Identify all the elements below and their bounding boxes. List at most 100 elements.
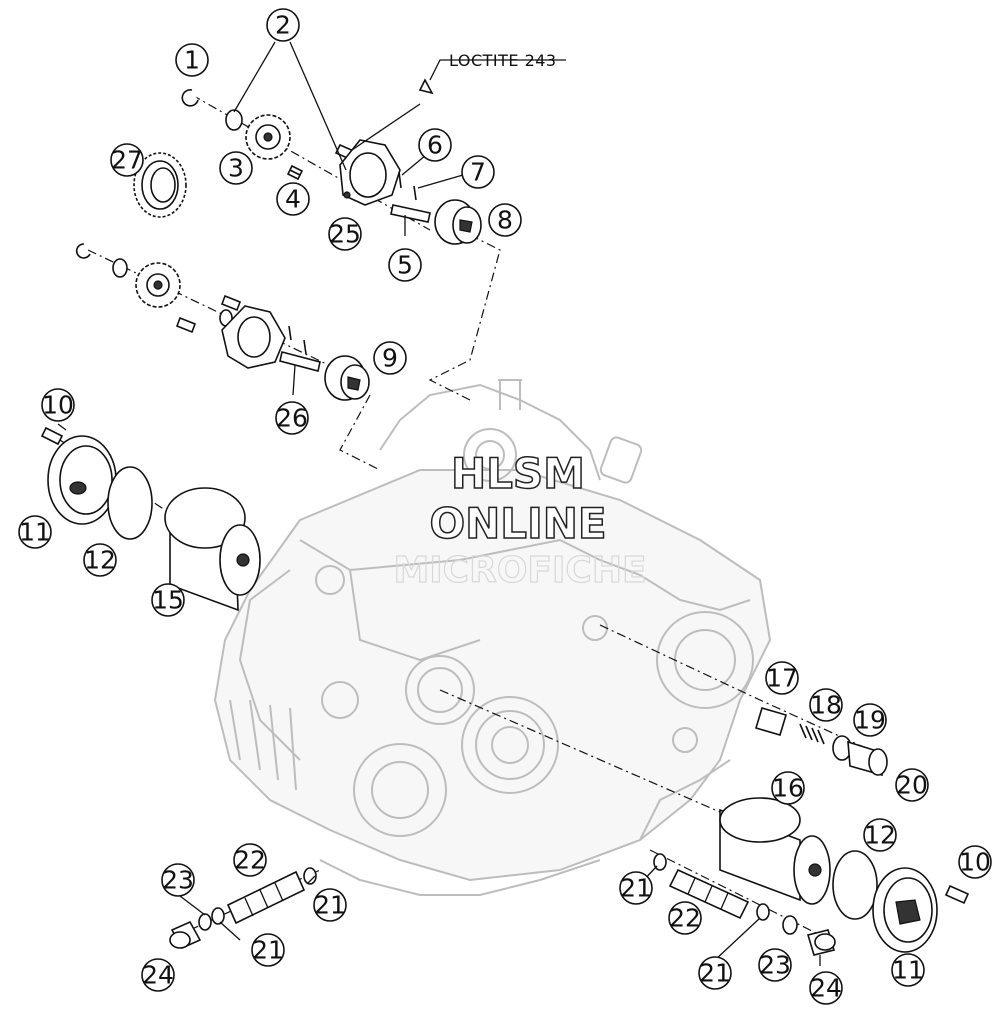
callout-15-label: 15 bbox=[152, 586, 184, 615]
rotor-8 bbox=[434, 199, 482, 245]
callout-3-label: 3 bbox=[228, 154, 244, 183]
callout-21-a: 21 bbox=[313, 888, 347, 922]
shaft-26 bbox=[279, 351, 321, 372]
callout-11-left-label: 11 bbox=[19, 518, 51, 547]
screw-lower-b bbox=[175, 316, 197, 334]
o-ring-12-right bbox=[832, 850, 878, 920]
callout-21-c-label: 21 bbox=[620, 874, 652, 903]
callout-21-d: 21 bbox=[698, 956, 732, 990]
callout-20: 20 bbox=[895, 768, 929, 802]
callout-26: 26 bbox=[275, 401, 309, 435]
callout-6-label: 6 bbox=[427, 131, 443, 160]
pump-gear-upper bbox=[245, 114, 291, 160]
callout-23-b-label: 23 bbox=[759, 951, 791, 980]
callout-21-d-label: 21 bbox=[699, 959, 731, 988]
loctite-note: LOCTITE 243 bbox=[449, 51, 557, 70]
pin-lower-a bbox=[288, 325, 292, 341]
callout-11-left: 11 bbox=[18, 515, 52, 549]
callout-25-label: 25 bbox=[329, 220, 361, 249]
callout-18-label: 18 bbox=[810, 691, 842, 720]
o-ring-21-left-b bbox=[211, 907, 225, 925]
callout-25: 25 bbox=[328, 217, 362, 251]
callout-18: 18 bbox=[809, 688, 843, 722]
plug-20 bbox=[847, 740, 888, 777]
pump-cover-upper bbox=[339, 139, 401, 206]
callout-12-left: 12 bbox=[83, 543, 117, 577]
drain-plug-24-left bbox=[169, 920, 202, 950]
oil-filter-16 bbox=[719, 797, 831, 905]
callout-24-b: 24 bbox=[809, 971, 843, 1005]
drain-plug-24-right bbox=[806, 929, 836, 956]
screen-group-left bbox=[169, 867, 317, 950]
callout-11-right: 11 bbox=[891, 953, 925, 987]
callout-23-a-label: 23 bbox=[162, 866, 194, 895]
lower-oil-pump-group bbox=[75, 243, 370, 401]
callout-3: 3 bbox=[219, 151, 253, 185]
callout-16: 16 bbox=[771, 771, 805, 805]
callout-21-a-label: 21 bbox=[314, 891, 346, 920]
callout-10-left-label: 10 bbox=[42, 391, 74, 420]
o-ring-21-right-b bbox=[756, 903, 770, 921]
watermark-line2: ONLINE bbox=[429, 499, 606, 548]
circlip-lower bbox=[75, 243, 91, 259]
loctite-drop bbox=[418, 78, 434, 95]
callout-22-a-label: 22 bbox=[234, 846, 266, 875]
pin-7 bbox=[413, 185, 417, 201]
callout-5-label: 5 bbox=[397, 251, 413, 280]
callout-4-label: 4 bbox=[285, 185, 301, 214]
callout-23-a: 23 bbox=[161, 863, 195, 897]
callout-24-b-label: 24 bbox=[810, 974, 842, 1003]
callout-2: 2 bbox=[266, 8, 300, 42]
callout-21-c: 21 bbox=[619, 871, 653, 905]
callout-20-label: 20 bbox=[896, 771, 928, 800]
callout-19-label: 19 bbox=[854, 706, 886, 735]
pin-6 bbox=[398, 171, 402, 189]
pump-cover-lower bbox=[221, 305, 286, 369]
pump-gear-lower bbox=[135, 262, 181, 308]
watermark: HLSM ONLINE MICROFICHE bbox=[393, 448, 647, 591]
washer-upper bbox=[225, 109, 243, 131]
callout-5: 5 bbox=[388, 248, 422, 282]
callout-10-right: 10 bbox=[958, 845, 992, 879]
callout-4: 4 bbox=[276, 182, 310, 216]
oil-screen-22-left bbox=[226, 870, 306, 925]
callout-7: 7 bbox=[461, 155, 495, 189]
circlip-upper bbox=[181, 89, 199, 107]
callout-6: 6 bbox=[418, 128, 452, 162]
screw-4-upper bbox=[286, 164, 304, 181]
callout-1-label: 1 bbox=[184, 46, 200, 75]
left-oil-filter-group bbox=[40, 426, 261, 612]
washer-lower bbox=[112, 258, 128, 278]
callout-9: 9 bbox=[373, 341, 407, 375]
callout-15: 15 bbox=[151, 583, 185, 617]
valve-piston-17 bbox=[755, 707, 787, 736]
filter-cover-11-left bbox=[47, 435, 117, 525]
right-oil-filter-group bbox=[719, 797, 970, 953]
callout-19: 19 bbox=[853, 703, 887, 737]
watermark-line1: HLSM bbox=[451, 449, 585, 498]
callout-8-label: 8 bbox=[497, 206, 513, 235]
pressure-valve-group bbox=[755, 707, 888, 777]
o-ring-23-left bbox=[198, 913, 212, 931]
screw-10-right bbox=[944, 884, 970, 905]
o-ring-12-left bbox=[107, 466, 153, 540]
rotor-9 bbox=[324, 355, 370, 401]
callout-27-label: 27 bbox=[111, 146, 143, 175]
callout-1: 1 bbox=[175, 43, 209, 77]
callout-21-b: 21 bbox=[251, 933, 285, 967]
pin-lower-b bbox=[303, 339, 307, 355]
loctite-note-label: LOCTITE 243 bbox=[449, 51, 557, 70]
callout-22-a: 22 bbox=[233, 843, 267, 877]
callout-22-b-label: 22 bbox=[669, 904, 701, 933]
callout-16-label: 16 bbox=[772, 774, 804, 803]
o-ring-21-left-a bbox=[303, 867, 317, 885]
callout-22-b: 22 bbox=[668, 901, 702, 935]
callout-12-right: 12 bbox=[863, 818, 897, 852]
callout-17-label: 17 bbox=[766, 664, 798, 693]
callout-2-label: 2 bbox=[275, 11, 291, 40]
idler-gear-27 bbox=[133, 152, 187, 218]
callout-24-a-label: 24 bbox=[142, 961, 174, 990]
callout-21-b-label: 21 bbox=[252, 936, 284, 965]
filter-cover-11-right bbox=[872, 867, 938, 953]
